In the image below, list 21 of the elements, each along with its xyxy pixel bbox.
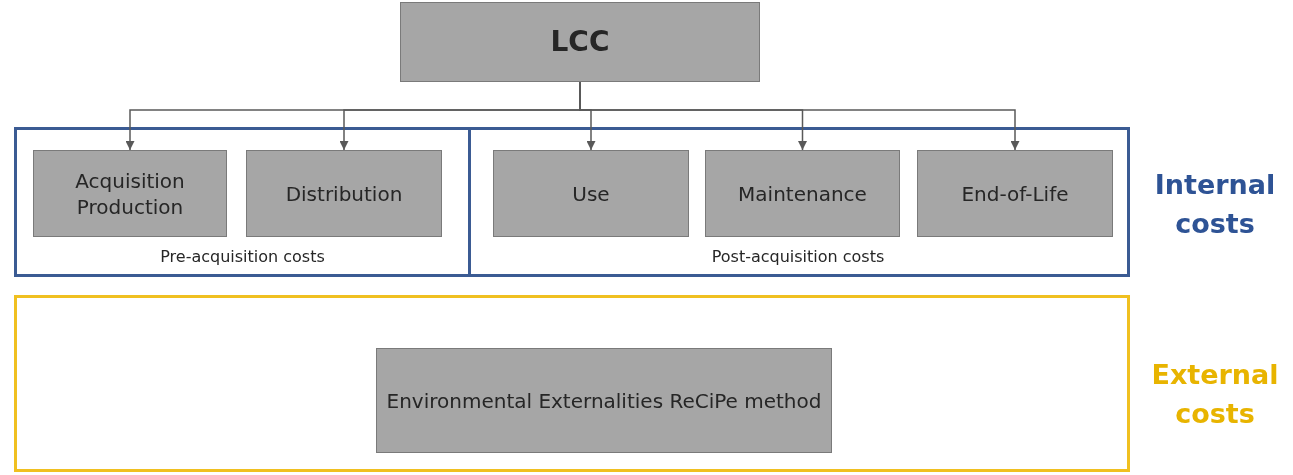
- box-label: Acquisition Production: [74, 167, 186, 220]
- group-frame: [469, 127, 1130, 277]
- group-label: Post-acquisition costs: [710, 247, 886, 266]
- process-box: [246, 150, 442, 237]
- cost-category-label: Internal costs: [1153, 168, 1277, 242]
- process-box: [376, 348, 832, 453]
- box-label: Environmental Externalities ReCiPe method: [385, 387, 823, 414]
- process-box: [705, 150, 900, 237]
- box-label: Distribution: [284, 180, 404, 207]
- process-box: [493, 150, 689, 237]
- box-label: LCC: [549, 23, 611, 60]
- box-label: Maintenance: [737, 180, 868, 207]
- group-frame: [14, 127, 471, 277]
- process-box: [33, 150, 227, 237]
- cost-category-label: External costs: [1150, 358, 1280, 432]
- group-label: Pre-acquisition costs: [159, 247, 326, 266]
- box-label: End-of-Life: [960, 180, 1070, 207]
- process-box: [917, 150, 1113, 237]
- process-box: [400, 2, 760, 82]
- group-frame: [14, 295, 1130, 472]
- box-label: Use: [571, 180, 611, 207]
